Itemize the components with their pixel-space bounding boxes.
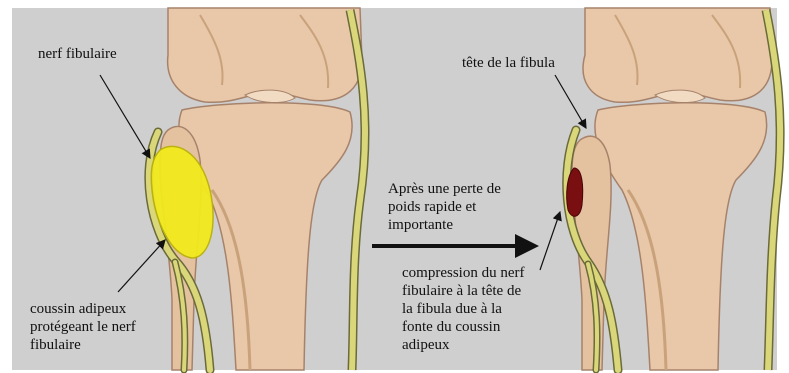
label-coussin-adipeux: coussin adipeux protégeant le nerf fibul… bbox=[30, 300, 136, 354]
label-tete-fibula: tête de la fibula bbox=[462, 54, 555, 72]
label-perte-de-poids: Après une perte de poids rapide et impor… bbox=[388, 180, 501, 234]
label-compression: compression du nerf fibulaire à la tête … bbox=[402, 264, 524, 354]
left-femur bbox=[168, 8, 362, 102]
label-nerf-fibulaire: nerf fibulaire bbox=[38, 45, 117, 63]
right-femur bbox=[583, 8, 772, 102]
